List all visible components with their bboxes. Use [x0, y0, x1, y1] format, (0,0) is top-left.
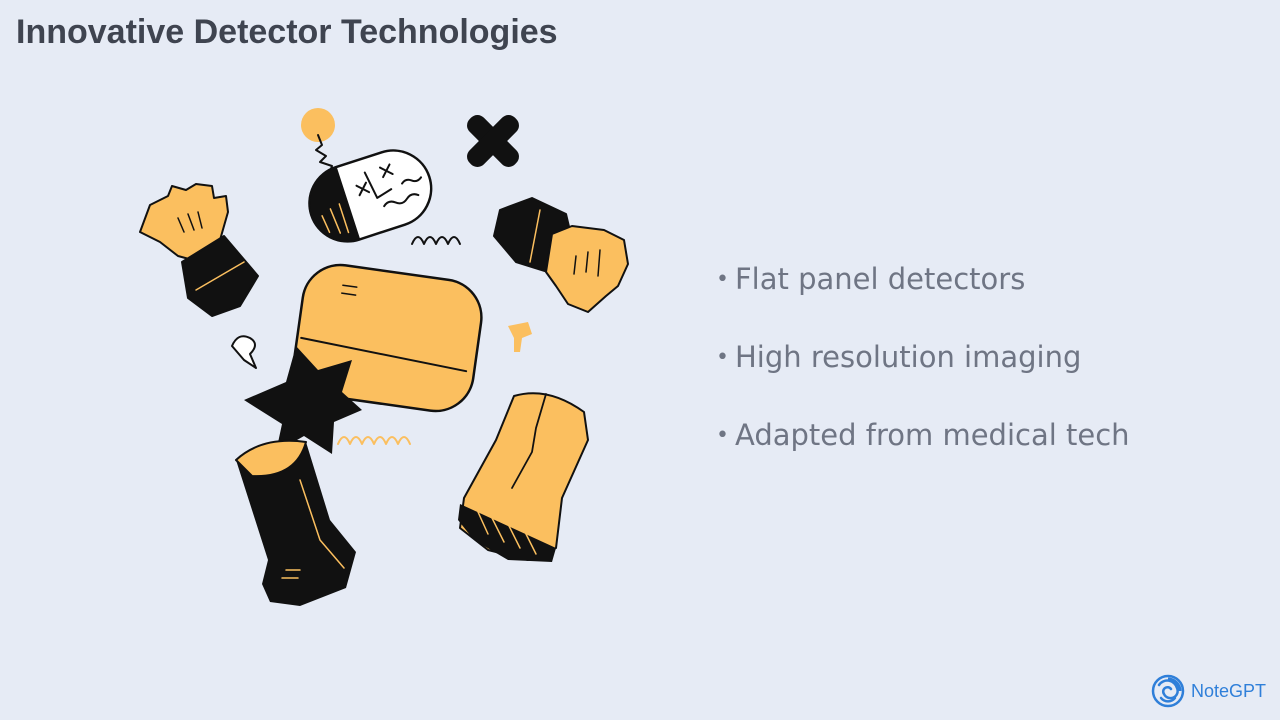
bullet-item: •Adapted from medical tech	[716, 412, 1130, 458]
bullet-dot-icon: •	[716, 345, 729, 370]
bullet-dot-icon: •	[716, 267, 729, 292]
bullet-item: •Flat panel detectors	[716, 256, 1130, 302]
notegpt-watermark: NoteGPT	[1151, 674, 1266, 708]
swirl-logo-icon	[1151, 674, 1185, 708]
bullet-text: High resolution imaging	[734, 340, 1082, 374]
broken-robot-illustration-icon	[139, 108, 629, 606]
slide-title: Innovative Detector Technologies	[16, 13, 558, 51]
bullet-item: •High resolution imaging	[716, 334, 1130, 380]
watermark-text: NoteGPT	[1190, 680, 1266, 701]
bullet-dot-icon: •	[716, 423, 729, 448]
bullet-list: •Flat panel detectors •High resolution i…	[716, 256, 1130, 490]
bullet-text: Adapted from medical tech	[734, 418, 1130, 452]
bullet-text: Flat panel detectors	[734, 262, 1026, 296]
